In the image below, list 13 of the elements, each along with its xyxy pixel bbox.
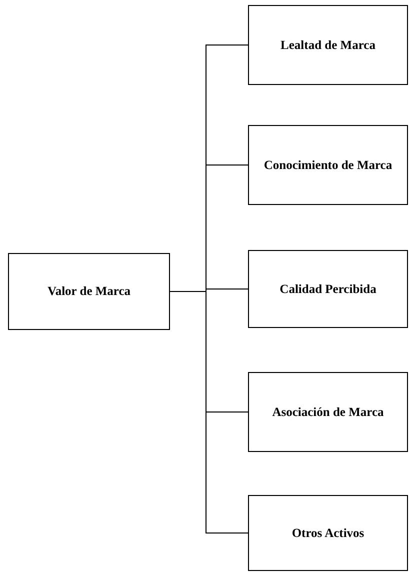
node-label: Conocimiento de Marca xyxy=(262,156,394,174)
text-box xyxy=(8,253,170,330)
node-label: Otros Activos xyxy=(290,524,366,542)
text-box xyxy=(248,250,408,328)
text-box xyxy=(248,125,408,205)
connector-line xyxy=(170,291,248,534)
text-box xyxy=(248,372,408,452)
node-label: Valor de Marca xyxy=(46,283,132,300)
node-label: Lealtad de Marca xyxy=(280,36,376,54)
node-label: Asociación de Marca xyxy=(271,404,385,420)
text-box xyxy=(248,495,408,571)
node-label: Calidad Percibida xyxy=(278,280,378,298)
text-box xyxy=(248,5,408,85)
